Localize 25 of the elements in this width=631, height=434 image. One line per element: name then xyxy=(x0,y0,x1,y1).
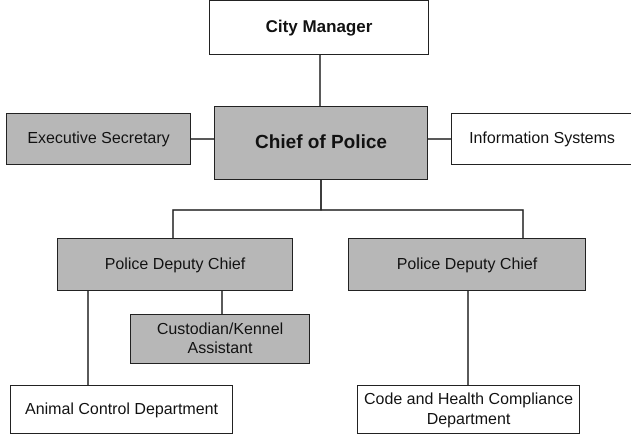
connector-line xyxy=(428,138,451,140)
org-box xyxy=(130,314,310,364)
box-label: Animal Control Department xyxy=(25,400,218,420)
org-box xyxy=(10,385,233,434)
org-box xyxy=(209,0,429,55)
connector-line xyxy=(87,291,89,385)
connector-line xyxy=(221,291,223,314)
connector-line xyxy=(191,138,214,140)
connector-line xyxy=(319,55,321,106)
org-box xyxy=(451,113,631,165)
box-label: Custodian/Kennel Assistant xyxy=(156,320,284,358)
org-box xyxy=(6,113,191,165)
org-box xyxy=(357,385,580,434)
org-box xyxy=(348,238,586,291)
connector-line xyxy=(320,180,524,238)
box-label: City Manager xyxy=(266,17,372,38)
box-label: Code and Health Compliance Department xyxy=(362,390,574,429)
org-box xyxy=(214,106,428,180)
box-label: Executive Secretary xyxy=(27,129,170,149)
org-box xyxy=(57,238,293,291)
connector-line xyxy=(467,291,469,385)
box-label: Chief of Police xyxy=(255,132,387,154)
box-label: Police Deputy Chief xyxy=(104,254,246,274)
box-label: Police Deputy Chief xyxy=(396,254,538,274)
box-label: Information Systems xyxy=(469,129,615,149)
